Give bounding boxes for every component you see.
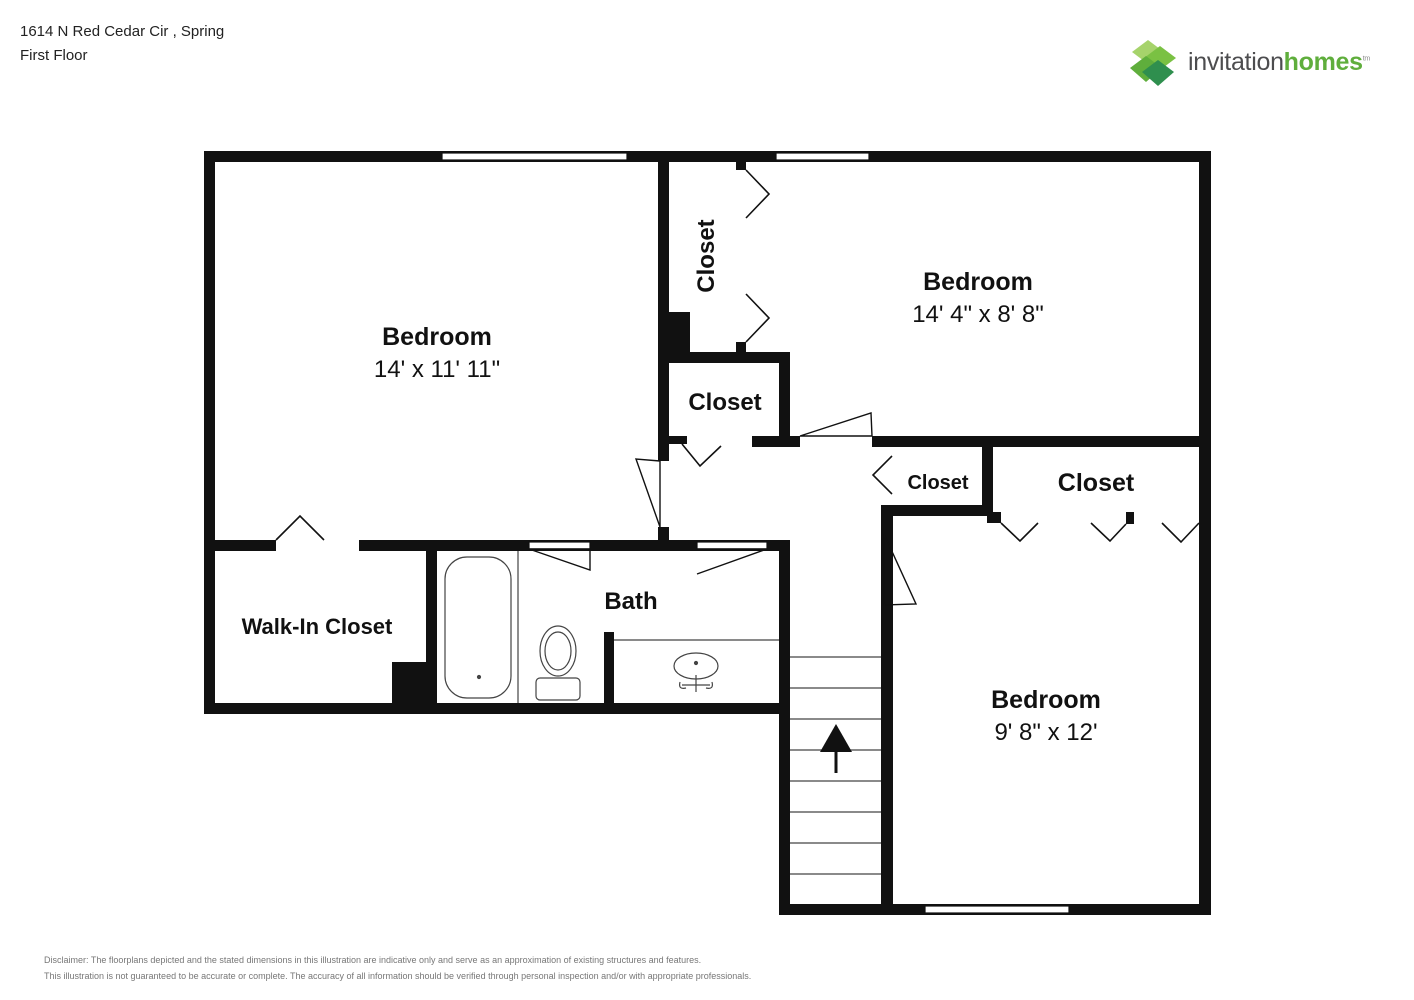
top-wall bbox=[204, 151, 1211, 162]
logo-mark-icon bbox=[1130, 40, 1176, 86]
closet-bottom-wall bbox=[752, 436, 800, 447]
floor-label: First Floor bbox=[20, 47, 88, 64]
bedroom1-dims: 14' x 11' 11" bbox=[374, 356, 500, 383]
toilet-tank bbox=[535, 677, 581, 701]
bedroom3-dims: 9' 8" x 12' bbox=[994, 719, 1097, 746]
walkin-bath-wall bbox=[426, 540, 437, 714]
closet-bifold-doors bbox=[275, 169, 1200, 544]
right-wall bbox=[1199, 151, 1211, 915]
bedroom2-bottom-wall bbox=[872, 436, 1211, 447]
closet-bottom-wall-stub bbox=[669, 436, 687, 444]
stairs bbox=[790, 656, 881, 875]
vertical-closet-label: Closet bbox=[693, 219, 720, 292]
bath-vanity-wall bbox=[604, 632, 614, 714]
stair-left-wall bbox=[779, 540, 790, 915]
room-labels: Bedroom 14' x 11' 11" Bedroom 14' 4" x 8… bbox=[242, 219, 1135, 746]
stair-arrow-head-icon bbox=[820, 724, 852, 752]
small-closet-bifold bbox=[871, 455, 893, 495]
left-block-bottom-wall bbox=[204, 703, 790, 714]
bedroom3-left-wall bbox=[881, 505, 893, 915]
bedroom1-right-wall bbox=[658, 151, 669, 461]
bedroom3-name: Bedroom bbox=[991, 686, 1101, 714]
bedroom2-closet-post-top bbox=[736, 160, 746, 170]
closet-bifold-2 bbox=[1090, 522, 1127, 543]
faucet bbox=[679, 675, 713, 692]
closet-divider-wall bbox=[982, 436, 993, 516]
doors bbox=[528, 412, 918, 606]
logo-word-invitation: invitation bbox=[1188, 48, 1284, 76]
vertical-closet-bifold-top bbox=[745, 169, 771, 219]
bedroom2-closet-post-bottom bbox=[736, 342, 746, 352]
walkin-bifold bbox=[275, 514, 325, 541]
door-bedroom3 bbox=[883, 533, 918, 606]
bedroom1-right-wall-lower bbox=[658, 527, 669, 549]
bath-label: Bath bbox=[604, 588, 657, 615]
invitation-homes-logo: invitationhomestm bbox=[1128, 38, 1388, 88]
closet-door-post bbox=[1126, 512, 1134, 524]
bedroom2-name: Bedroom bbox=[923, 268, 1033, 296]
bedroom1-name: Bedroom bbox=[382, 323, 492, 351]
logo-word-homes: homes bbox=[1283, 48, 1363, 76]
closet-right-wall bbox=[779, 352, 790, 444]
windows bbox=[441, 152, 1070, 914]
logo-tm: tm bbox=[1362, 55, 1370, 63]
bath-door-1 bbox=[528, 548, 591, 571]
closet-label: Closet bbox=[688, 389, 761, 416]
bedroom3-closet-label: Closet bbox=[1058, 469, 1135, 497]
disclaimer-line-2: This illustration is not guaranteed to b… bbox=[44, 971, 752, 981]
closet-bifold bbox=[681, 443, 722, 468]
bathtub bbox=[444, 556, 512, 699]
walkin-wall-block bbox=[392, 662, 430, 714]
small-closet-bottom-wall bbox=[881, 505, 993, 516]
small-closet-label: Closet bbox=[907, 472, 968, 494]
closet-bifold-1 bbox=[1000, 522, 1039, 543]
window-bedroom2 bbox=[775, 152, 870, 161]
tub-drain bbox=[476, 674, 482, 680]
walkin-top-wall-left bbox=[204, 540, 276, 551]
window-bath-1 bbox=[528, 541, 591, 550]
left-wall bbox=[204, 151, 215, 714]
walkin-closet-label: Walk-In Closet bbox=[242, 614, 393, 639]
window-bedroom3 bbox=[924, 905, 1070, 914]
bedroom2-dims: 14' 4" x 8' 8" bbox=[912, 301, 1044, 328]
logo-wordmark: invitationhomestm bbox=[1188, 48, 1370, 77]
property-address: 1614 N Red Cedar Cir , Spring bbox=[20, 23, 225, 40]
toilet-bowl bbox=[539, 625, 577, 677]
window-bedroom1 bbox=[441, 152, 628, 161]
door-bedroom2 bbox=[799, 412, 873, 437]
closet-wall-block bbox=[658, 312, 690, 354]
vertical-closet-bifold-bottom bbox=[745, 293, 771, 343]
vertical-closet-bottom-wall bbox=[658, 352, 790, 363]
bath-fixtures bbox=[444, 551, 779, 703]
window-bath-2 bbox=[696, 541, 768, 550]
disclaimer-line-1: Disclaimer: The floorplans depicted and … bbox=[44, 955, 702, 965]
closet-stub bbox=[987, 512, 1001, 523]
bath-door-2 bbox=[696, 548, 768, 575]
closet-bifold-3 bbox=[1161, 522, 1200, 544]
door-bedroom1 bbox=[634, 458, 661, 528]
